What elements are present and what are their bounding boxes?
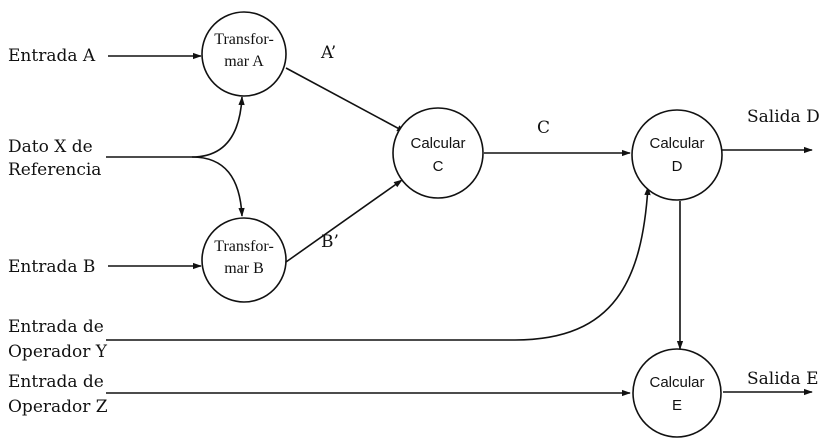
label-operador-z-line2: Operador Z [8,397,108,417]
flow-label-c: C [537,118,550,138]
node-transformar-a-line2: mar A [224,53,264,70]
node-calcular-e-line1: Calcular [649,374,704,391]
node-calcular-d-line2: D [672,158,683,175]
label-entrada-a: Entrada A [8,46,96,66]
node-transformar-a [201,11,287,97]
node-calcular-d-line1: Calcular [649,135,704,152]
edge-dato-x-to-transformar-a [106,96,245,158]
label-salida-e: Salida E [747,369,819,389]
label-dato-x-line1: Dato X de [8,137,93,157]
label-operador-y-line2: Operador Y [8,342,108,362]
flow-label-a-prime: A’ [320,43,336,63]
node-transformar-b-line2: mar B [224,260,264,277]
node-calcular-d [631,109,723,201]
edge-transformar-b-to-calcular-c [285,179,403,263]
node-calcular-c [392,107,484,199]
node-calcular-c-line1: Calcular [410,135,465,152]
label-operador-z-line1: Entrada de [8,372,104,392]
edge-transformar-a-to-calcular-c [285,67,406,133]
label-salida-d: Salida D [747,107,820,127]
flow-label-b-prime: B’ [321,232,339,252]
node-calcular-e [632,348,722,438]
node-transformar-b [201,217,287,303]
node-transformar-b-line1: Transfor- [214,238,274,255]
node-calcular-e-line2: E [672,397,682,414]
node-calcular-c-line2: C [433,158,444,175]
edge-dato-x-to-transformar-b [191,156,245,217]
label-entrada-b: Entrada B [8,257,95,277]
label-dato-x-line2: Referencia [8,160,101,180]
label-operador-y-line1: Entrada de [8,317,104,337]
node-transformar-a-line1: Transfor- [214,31,274,48]
edge-operador-y-to-calcular-d [106,186,651,341]
